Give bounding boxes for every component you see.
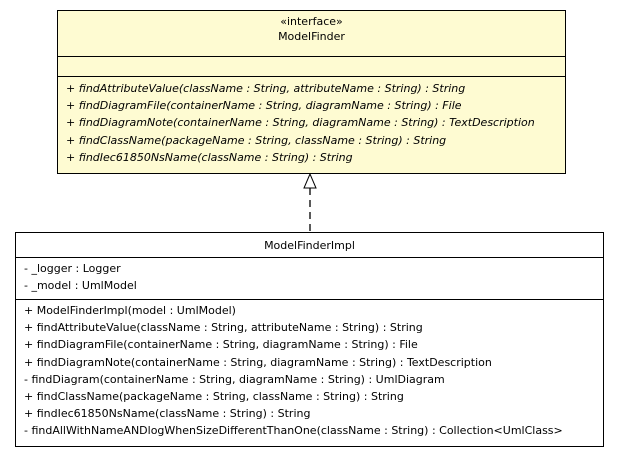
class-operation: + findIec61850NsName(className : String)… bbox=[24, 407, 311, 421]
class-operation: + ModelFinderImpl(model : UmlModel) bbox=[24, 304, 236, 317]
interface-header: «interface» ModelFinder bbox=[58, 11, 565, 57]
class-operation: + findDiagramFile(containerName : String… bbox=[24, 338, 418, 352]
interface-operation: + findAttributeValue(className : String,… bbox=[66, 82, 466, 95]
interface-name: ModelFinder bbox=[278, 30, 345, 43]
class-operation: + findAttributeValue(className : String,… bbox=[24, 321, 423, 335]
interface-operation: + findIec61850NsName(className : String)… bbox=[66, 150, 353, 164]
interface-model-finder: «interface» ModelFinder + findAttributeV… bbox=[57, 10, 566, 174]
interface-operation: + findDiagramNote(containerName : String… bbox=[66, 116, 535, 130]
class-header: ModelFinderImpl bbox=[16, 233, 603, 258]
interface-operation: + findDiagramFile(containerName : String… bbox=[66, 99, 462, 113]
class-name: ModelFinderImpl bbox=[264, 239, 355, 252]
interface-operation: + findClassName(packageName : String, cl… bbox=[66, 133, 447, 147]
class-attributes-compartment: - _logger : Logger - _model : UmlModel bbox=[16, 258, 603, 300]
interface-attributes-compartment bbox=[58, 57, 565, 77]
class-operation: - findAllWithNameANDlogWhenSizeDifferent… bbox=[24, 424, 563, 438]
class-operation: - findDiagram(containerName : String, di… bbox=[24, 372, 445, 386]
class-operation: + findClassName(packageName : String, cl… bbox=[24, 390, 404, 404]
interface-operations-compartment: + findAttributeValue(className : String,… bbox=[58, 77, 565, 166]
class-attribute: - _logger : Logger bbox=[24, 262, 121, 275]
class-operation: + findDiagramNote(containerName : String… bbox=[24, 355, 492, 369]
class-model-finder-impl: ModelFinderImpl - _logger : Logger - _mo… bbox=[15, 232, 604, 447]
class-operations-compartment: + ModelFinderImpl(model : UmlModel) + fi… bbox=[16, 300, 603, 440]
realization-arrowhead bbox=[303, 172, 317, 189]
interface-stereotype: «interface» bbox=[280, 15, 343, 28]
class-attribute: - _model : UmlModel bbox=[24, 279, 137, 293]
